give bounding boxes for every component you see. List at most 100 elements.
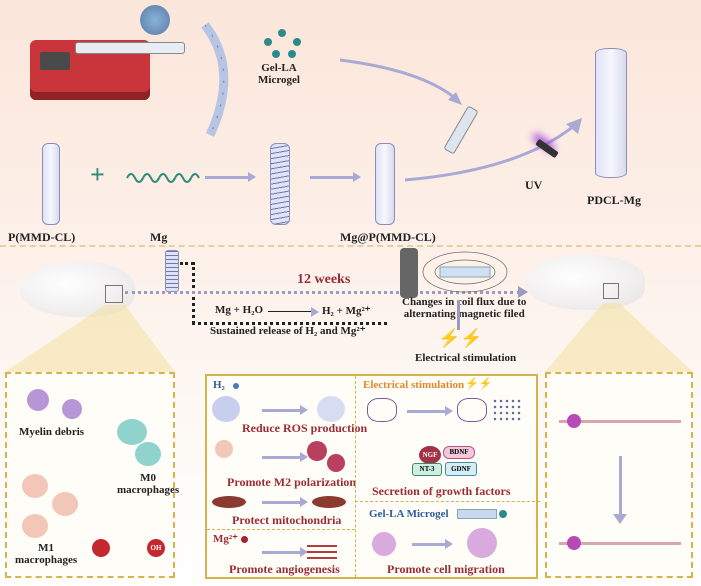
promote-m2-label: Promote M2 polarization <box>227 475 357 489</box>
pump-display <box>40 52 70 70</box>
reduce-ros-label: Reduce ROS production <box>242 421 368 435</box>
coil-flux-line1: Changes in coil flux due to <box>402 296 527 308</box>
right-box <box>545 372 693 578</box>
m1-macrophage <box>22 514 48 538</box>
polymer-ball-icon <box>140 5 170 35</box>
dotted-line-release-bottom <box>192 322 387 325</box>
arrow-to-mg-pmmd <box>310 172 361 182</box>
mg2-dot-icon <box>241 536 248 543</box>
plus-sign: + <box>90 160 105 189</box>
center-box: H₂ Reduce ROS production Promote M2 pola… <box>205 374 540 579</box>
mg-pmmd-tube <box>375 143 395 225</box>
gdnf-badge: GDNF <box>445 462 477 476</box>
myelin-debris-cell <box>62 399 82 419</box>
center-divider-h-left <box>207 529 355 530</box>
myelin-debris-cell <box>27 389 49 411</box>
center-divider-h-right <box>355 501 540 502</box>
promote-migration-label: Promote cell migration <box>387 562 505 576</box>
m2-cell-icon <box>327 454 345 472</box>
m1-line2: macrophages <box>15 554 78 566</box>
left-box: Myelin debris M0 macrophages M1 macropha… <box>5 372 179 578</box>
arrow-m2 <box>262 452 308 462</box>
magnet-device-icon <box>400 248 418 298</box>
m1-cell-icon <box>215 440 233 458</box>
down-arrow <box>619 456 622 516</box>
implant-site <box>105 285 123 303</box>
m1-line1: M1 <box>38 542 55 554</box>
healthy-mitochondria-icon <box>312 496 346 508</box>
mg-pmmd-label: Mg@P(MMD-CL) <box>340 230 436 244</box>
neuron-before <box>559 420 681 423</box>
reaction-left: Mg + H₂O <box>215 304 264 316</box>
secretion-dots <box>492 398 522 422</box>
down-arrow-es <box>457 300 460 330</box>
m0-macrophage <box>117 419 147 445</box>
protect-mito-label: Protect mitochondria <box>232 513 342 527</box>
m1-label: M1 macrophages <box>15 542 77 566</box>
neuron-body-after <box>567 536 581 550</box>
coiled-tube <box>270 143 290 225</box>
reaction-arrow <box>268 307 319 317</box>
m2-cell-icon <box>307 441 327 461</box>
arrow-to-pdcl <box>404 118 582 182</box>
m0-label: M0 macrophages <box>117 472 179 496</box>
oh-radical-icon: OH <box>147 539 165 557</box>
ngf-badge: NGF <box>419 446 441 464</box>
arrow-migration <box>412 539 453 549</box>
neuron-body-before <box>567 414 581 428</box>
syringe <box>75 42 185 54</box>
arrow-angio <box>262 547 308 557</box>
secretion-label: Secretion of growth factors <box>372 484 511 498</box>
magnetic-field-icon <box>422 251 508 293</box>
microgel-tube-icon <box>457 509 497 519</box>
mg-wire <box>126 173 200 183</box>
nt3-badge: NT-3 <box>412 463 442 476</box>
electrical-stimulation-label: Electrical stimulation <box>415 352 517 364</box>
pmmd-cl-label: P(MMD-CL) <box>8 230 76 244</box>
promote-angio-label: Promote angiogenesis <box>229 562 340 576</box>
gel-la-microgel-label: Gel-LA Microgel <box>369 508 449 520</box>
microgel-label-line1: Gel-LA <box>261 62 297 74</box>
lightning-icon: ⚡⚡ <box>438 328 483 348</box>
arrow-es <box>407 406 453 416</box>
dotted-line-release-top <box>180 262 194 265</box>
bdnf-badge: BDNF <box>443 446 475 459</box>
pdcl-mg-tube <box>595 48 627 178</box>
m0-line2: macrophages <box>117 484 180 496</box>
rat-right <box>525 255 645 310</box>
myelin-debris-label: Myelin debris <box>19 426 85 438</box>
section-divider <box>0 245 701 247</box>
arrow-ros <box>262 405 308 415</box>
neuron-secreting-icon <box>457 398 487 422</box>
m1-macrophage <box>22 474 48 498</box>
pmmd-cl-tube <box>42 143 60 225</box>
coil-flux-line2: alternating magnetic filed <box>403 308 525 320</box>
flow-arrows-top <box>339 58 462 105</box>
timeline-arrowhead <box>518 286 528 298</box>
sustained-release-label: Sustained release of H₂ and Mg²⁺ <box>210 325 366 337</box>
center-divider-v <box>355 376 356 577</box>
ros-cell-icon <box>212 396 240 422</box>
vessel-icon <box>307 541 337 559</box>
arrow-to-coil <box>205 172 256 182</box>
callout-wedges <box>5 303 693 372</box>
weeks-label: 12 weeks <box>297 272 351 287</box>
h2-label: H₂ <box>213 379 225 391</box>
microgel-dot-icon <box>499 510 507 518</box>
microgel-dots <box>264 29 301 58</box>
m0-line1: M0 <box>140 472 157 484</box>
healthy-cell-icon <box>317 396 345 422</box>
fiber-curve <box>201 22 229 137</box>
microgel-label-line2: Microgel <box>258 74 300 86</box>
h2-dot-icon <box>233 383 239 389</box>
m1-macrophage <box>52 492 78 516</box>
timeline-arrow <box>125 291 520 294</box>
neuron-icon <box>367 398 397 422</box>
microgel-label: Gel-LA Microgel <box>258 62 300 86</box>
down-arrowhead <box>613 514 627 524</box>
implant-site-right <box>603 283 619 299</box>
arrow-mito <box>262 497 308 507</box>
ros-burst-icon <box>92 539 110 557</box>
mg-label: Mg <box>150 230 168 244</box>
